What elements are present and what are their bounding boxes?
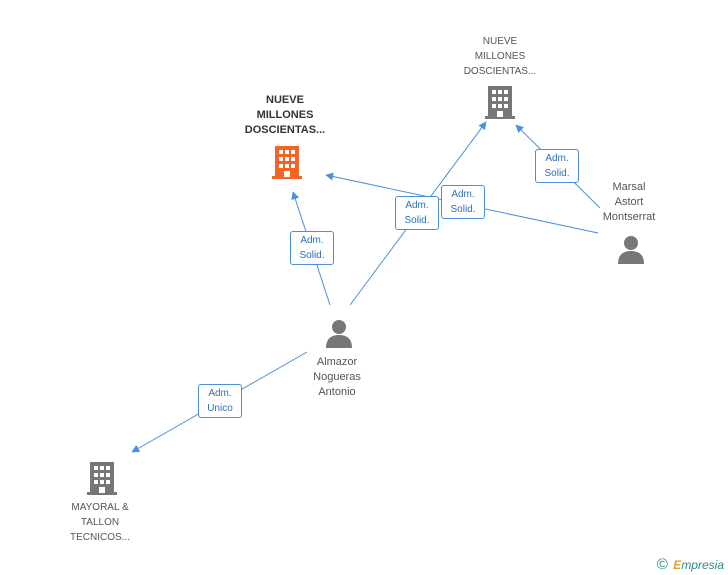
copyright-symbol: © <box>656 556 668 573</box>
building-icon[interactable] <box>484 84 516 120</box>
label-line: MAYORAL & <box>71 502 129 513</box>
edge-label-marsal-to-top: Adm. Solid. <box>535 149 579 183</box>
edge-label-marsal-to-main: Adm. Solid. <box>441 185 485 219</box>
label-line: DOSCIENTAS... <box>463 66 537 77</box>
edge-label-line: Adm. <box>451 189 475 200</box>
brand-initial: E <box>673 558 682 572</box>
edge-label-line: Adm. <box>405 200 429 211</box>
edge-label-almazor-to-top: Adm. Solid. <box>395 196 439 230</box>
label-line: TECNICOS... <box>69 532 130 543</box>
label-line: Antonio <box>318 386 356 398</box>
edge-label-line: Solid. <box>450 204 476 215</box>
label-line: MILLONES <box>474 51 526 62</box>
edge-label-line: Unico <box>207 403 233 414</box>
person-icon[interactable] <box>616 234 646 264</box>
label-line: TALLON <box>80 517 120 528</box>
edge-label-line: Adm. <box>545 153 569 164</box>
label-line: Astort <box>614 196 644 208</box>
person-marsal-label[interactable]: Marsal Astort Montserrat <box>584 180 674 225</box>
label-line: Nogueras <box>313 371 361 383</box>
edge-label-line: Adm. <box>300 235 324 246</box>
person-icon[interactable] <box>324 318 354 348</box>
label-line: NUEVE <box>266 94 304 106</box>
label-line: NUEVE <box>482 36 518 47</box>
edge-label-almazor-to-bottom: Adm. Unico <box>198 384 242 418</box>
label-line: Marsal <box>612 181 646 193</box>
edge-label-line: Solid. <box>404 215 430 226</box>
label-line: Montserrat <box>602 211 656 223</box>
label-line: Almazor <box>316 356 358 368</box>
edge-label-line: Solid. <box>299 250 325 261</box>
company-top-label[interactable]: NUEVE MILLONES DOSCIENTAS... <box>445 34 555 79</box>
edge-label-almazor-to-main: Adm. Solid. <box>290 231 334 265</box>
building-icon[interactable] <box>271 144 303 180</box>
brand-name: mpresia <box>681 558 724 572</box>
building-icon[interactable] <box>86 460 118 496</box>
label-line: DOSCIENTAS... <box>244 124 326 136</box>
company-main-label[interactable]: NUEVE MILLONES DOSCIENTAS... <box>230 93 340 138</box>
person-almazor-label[interactable]: Almazor Nogueras Antonio <box>292 355 382 400</box>
company-bottom-label[interactable]: MAYORAL & TALLON TECNICOS... <box>45 500 155 545</box>
edge-label-line: Adm. <box>208 388 232 399</box>
empresia-watermark: © Empresia <box>657 556 724 573</box>
edge-label-line: Solid. <box>544 168 570 179</box>
label-line: MILLONES <box>256 109 314 121</box>
